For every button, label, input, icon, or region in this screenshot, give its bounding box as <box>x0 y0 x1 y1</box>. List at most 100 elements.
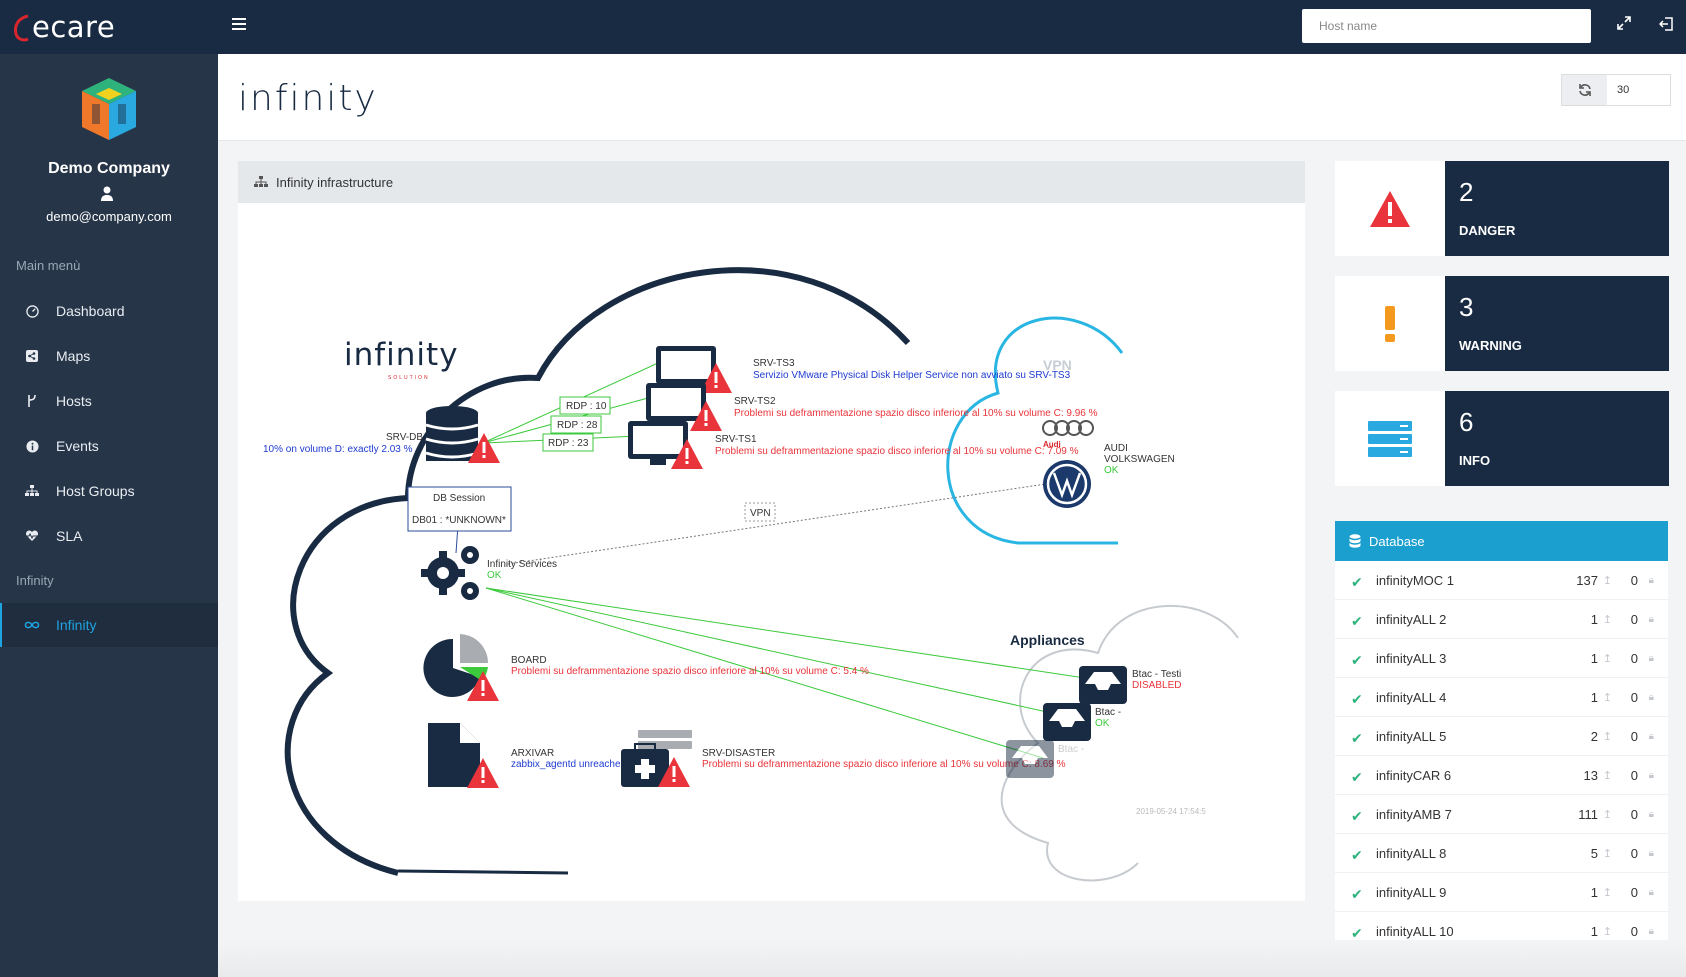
inbox-icon <box>1006 740 1054 778</box>
refresh-control <box>1561 74 1671 106</box>
appliances-cloud-shape <box>1000 604 1239 882</box>
svg-text:VOLKSWAGEN: VOLKSWAGEN <box>1104 454 1175 465</box>
ecare-mark-icon <box>14 14 29 42</box>
dashboard-icon <box>24 303 40 319</box>
map-panel-title: Infinity infrastructure <box>276 174 394 190</box>
database-count: 1 <box>1590 884 1598 900</box>
rdp-link-label: RDP : 23 <box>542 433 594 452</box>
logout-icon[interactable] <box>1657 16 1677 36</box>
rdp-link-label: RDP : 10 <box>559 396 611 415</box>
sidebar-item-label: Events <box>56 438 99 454</box>
db-session-box[interactable]: DB Session DB01 : *UNKNOWN* <box>407 486 512 532</box>
svg-text:OK: OK <box>1104 465 1119 476</box>
sidebar-item-sla[interactable]: SLA <box>0 514 218 558</box>
company-name: Demo Company <box>48 160 170 177</box>
svg-text:RDP : 23: RDP : 23 <box>548 438 589 449</box>
fullscreen-icon[interactable] <box>1614 16 1634 36</box>
srv-ts1-host[interactable]: SRV-TS1 Problemi su deframmentazione spa… <box>628 421 1079 469</box>
rdp-link-label: RDP : 28 <box>550 415 602 434</box>
volkswagen-logo-icon <box>1043 460 1091 508</box>
stat-card-warning[interactable]: 3 WARNING <box>1335 276 1669 371</box>
lock-icon: 🔒︎ <box>1648 730 1654 742</box>
btac-testi-host[interactable]: Btac - Testi DISABLED <box>1079 666 1181 704</box>
board-host[interactable]: BOARD Problemi su deframmentazione spazi… <box>423 634 869 701</box>
svg-text:Problemi su deframmentazione s: Problemi su deframmentazione spazio disc… <box>734 408 1098 419</box>
svg-text:Problemi su deframmentazione s: Problemi su deframmentazione spazio disc… <box>702 759 1066 770</box>
sidebar-item-events[interactable]: Events <box>0 424 218 468</box>
page-bottom-shade <box>218 940 1686 977</box>
exclamation-icon <box>1335 276 1445 371</box>
database-count: 111 <box>1578 806 1598 822</box>
svg-text:Infinity Services: Infinity Services <box>487 559 557 570</box>
brand-logo[interactable]: ecare <box>12 8 115 46</box>
lock-icon: 🔒︎ <box>1648 925 1654 937</box>
srv-disaster-host[interactable]: SRV-DISASTER Problemi su deframmentazion… <box>621 730 1066 787</box>
btac-dim-host[interactable]: Btac - <box>1006 740 1084 778</box>
audi-volkswagen-host[interactable]: Audi AUDI VOLKSWAGEN OK <box>1042 420 1175 508</box>
srv-ts2-host[interactable]: SRV-TS2 Problemi su deframmentazione spa… <box>646 383 1098 431</box>
menu-section-infinity: Infinity <box>16 573 54 588</box>
infinity-services-host[interactable]: Infinity Services OK <box>421 546 557 600</box>
appliances-label: Appliances <box>1010 632 1085 648</box>
srv-ts3-host[interactable]: SRV-TS3 Servizio VMware Physical Disk He… <box>656 346 1071 393</box>
arrow-up-icon: ↥ <box>1602 730 1612 743</box>
database-name: infinityAMB 7 <box>1376 806 1452 822</box>
vpn-link-label: VPN <box>744 502 776 522</box>
svg-text:ARXIVAR: ARXIVAR <box>511 748 554 759</box>
brand-text: ecare <box>32 10 116 44</box>
database-name: infinityALL 9 <box>1376 884 1447 900</box>
branch-icon <box>24 393 40 409</box>
database-name: infinityMOC 1 <box>1376 572 1455 588</box>
inbox-icon <box>1043 703 1091 741</box>
sidebar-item-infinity[interactable]: Infinity <box>0 603 218 647</box>
check-icon: ✔ <box>1351 886 1363 902</box>
database-locked-count: 0 <box>1630 572 1638 588</box>
check-icon: ✔ <box>1351 652 1363 668</box>
top-bar: ecare <box>0 0 1686 54</box>
pie-chart-icon <box>423 634 488 697</box>
stat-card-info[interactable]: 6 INFO <box>1335 391 1669 486</box>
svg-text:DB Session: DB Session <box>433 493 485 504</box>
menu-toggle-button[interactable] <box>232 18 246 32</box>
svg-text:Audi: Audi <box>1043 440 1061 449</box>
warning-triangle-icon <box>671 439 703 469</box>
refresh-icon[interactable] <box>1562 75 1607 105</box>
stat-label: DANGER <box>1459 223 1516 238</box>
svg-text:BOARD: BOARD <box>511 655 547 666</box>
svg-text:AUDI: AUDI <box>1104 443 1128 454</box>
host-name-input[interactable] <box>1302 9 1591 43</box>
stat-card-danger[interactable]: 2 DANGER <box>1335 161 1669 256</box>
database-name: infinityALL 2 <box>1376 611 1447 627</box>
warning-triangle-icon <box>467 758 499 788</box>
sidebar-item-maps[interactable]: Maps <box>0 334 218 378</box>
sidebar-item-dashboard[interactable]: Dashboard <box>0 289 218 333</box>
svg-text:VPN: VPN <box>750 508 771 519</box>
network-links <box>482 362 1119 759</box>
sidebar-item-host-groups[interactable]: Host Groups <box>0 469 218 513</box>
database-count: 1 <box>1590 650 1598 666</box>
btac-host[interactable]: Btac - OK <box>1043 703 1121 741</box>
stat-value: 3 <box>1459 292 1474 322</box>
sidebar-item-hosts[interactable]: Hosts <box>0 379 218 423</box>
inbox-icon <box>1079 666 1127 704</box>
arxivar-host[interactable]: ARXIVAR zabbix_agentd unreache <box>428 723 621 788</box>
heartbeat-icon <box>24 528 40 544</box>
srv-db-host[interactable]: SRV-DB 10% on volume D: exactly 2.03 % <box>263 406 500 463</box>
user-icon <box>101 186 113 201</box>
refresh-interval-input[interactable] <box>1607 75 1670 105</box>
map-panel-header: Infinity infrastructure <box>238 161 1305 203</box>
database-count: 137 <box>1576 572 1598 588</box>
audi-logo-icon <box>1042 420 1094 436</box>
stat-value: 2 <box>1459 177 1474 207</box>
check-icon: ✔ <box>1351 847 1363 863</box>
